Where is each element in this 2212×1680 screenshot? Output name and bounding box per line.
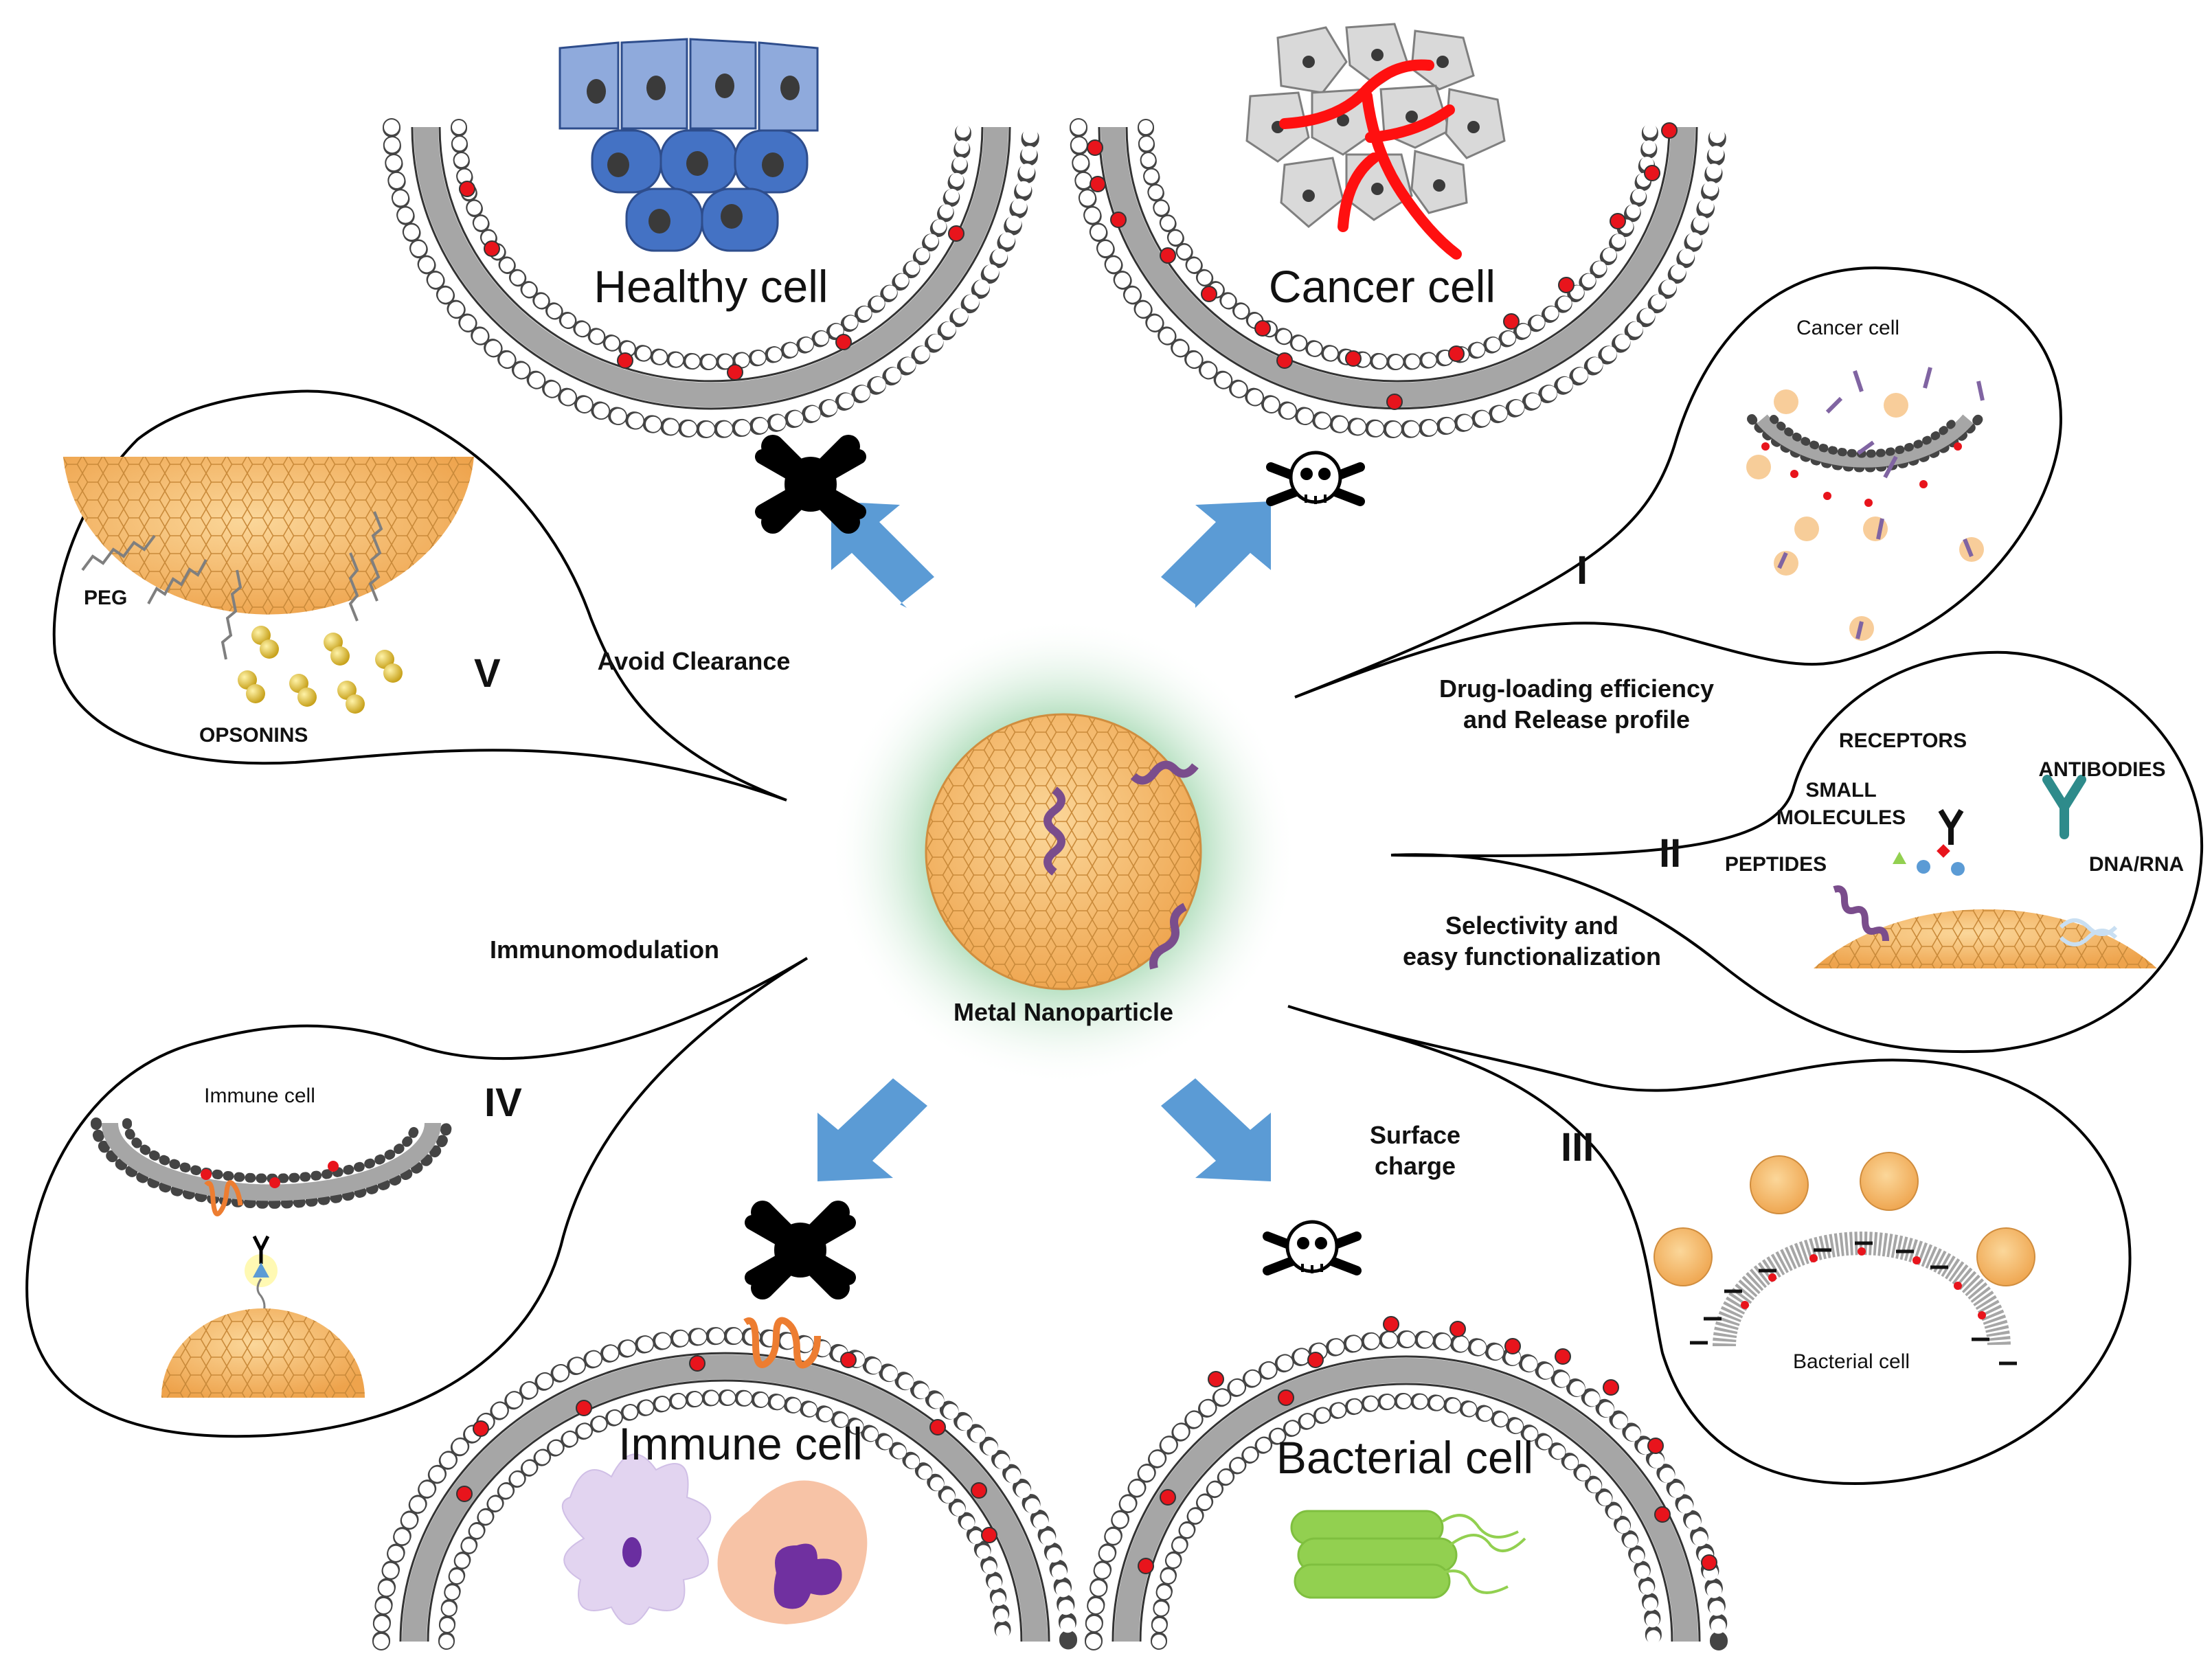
small-molecules-label-2: MOLECULES: [1776, 806, 1906, 829]
immune-cell-label: Immune cell: [618, 1418, 863, 1469]
panel-iv-numeral: IV: [484, 1080, 522, 1125]
bacterial-cell-membrane: [1085, 1316, 1728, 1650]
metal-nanoparticle: Metal Nanoparticle: [830, 618, 1297, 1085]
antibody-icon: [2042, 775, 2086, 839]
center-label: Metal Nanoparticle: [953, 998, 1173, 1026]
drug-loading-label-2: and Release profile: [1463, 705, 1690, 734]
healthy-cell-label: Healthy cell: [594, 261, 828, 312]
avoid-clearance-label: Avoid Clearance: [598, 647, 791, 675]
selectivity-label-1: Selectivity and: [1445, 911, 1618, 940]
cancer-membrane-mini: [1747, 414, 1983, 507]
immune-membrane-mini: [91, 1117, 452, 1216]
panel-v: PEG OPSONINS V: [52, 389, 787, 802]
dna-rna-label: DNA/RNA: [2089, 853, 2184, 876]
immunomodulation-label: Immunomodulation: [490, 935, 719, 964]
peptide-helix-icon: [1833, 885, 1889, 942]
panel-v-numeral: V: [474, 651, 501, 696]
receptors-label: RECEPTORS: [1839, 729, 1967, 752]
opsonins-icon: [238, 626, 403, 714]
immune-cells-icon: [561, 1453, 868, 1625]
panel-ii: RECEPTORS ANTIBODIES SMALL MOLECULES PEP…: [1390, 650, 2204, 1054]
skull-crossbones-icon: [1263, 1220, 1362, 1275]
peptides-label: PEPTIDES: [1725, 853, 1827, 876]
panel-ii-numeral: II: [1659, 831, 1681, 876]
small-molecules-label-1: SMALL: [1805, 779, 1876, 802]
opsonins-label: OPSONINS: [199, 724, 308, 747]
panel-i-numeral: I: [1577, 548, 1588, 593]
panel-iii-title: Bacterial cell: [1793, 1350, 1910, 1373]
bacterial-cell-label: Bacterial cell: [1276, 1432, 1533, 1483]
dna-icon: [2059, 918, 2118, 946]
immune-cell-membrane: [372, 1317, 1077, 1650]
antibodies-label: ANTIBODIES: [2038, 758, 2165, 781]
panel-i: Cancer cell I: [1294, 266, 2063, 699]
peptide-helix-icon: [1130, 760, 1199, 785]
peptide-helix-icon: [1043, 786, 1065, 876]
panel-iv-title: Immune cell: [204, 1085, 315, 1107]
crossed-skull-icon: [745, 1201, 856, 1299]
drug-loading-label-1: Drug-loading efficiency: [1439, 674, 1714, 703]
panel-iii: Bacterial cell III: [1287, 1005, 2132, 1486]
receptor-y-icon: [1938, 808, 1964, 845]
bacteria-icon: [1290, 1510, 1526, 1599]
panel-iv: Immune cell IV: [25, 957, 809, 1438]
peptide-helix-icon: [1149, 903, 1187, 970]
cancer-tissue-icon: [1245, 23, 1506, 260]
cancer-cell-membrane: [1070, 118, 1726, 438]
selectivity-label-2: easy functionalization: [1403, 942, 1661, 970]
panel-iii-numeral: III: [1561, 1125, 1594, 1170]
crossed-skull-icon: [755, 435, 866, 534]
cancer-cell-label: Cancer cell: [1269, 261, 1496, 312]
peg-label: PEG: [84, 587, 127, 609]
surface-charge-label-1: Surface: [1370, 1121, 1460, 1149]
healthy-cell-membrane: [383, 118, 1039, 438]
healthy-tissue-icon: [558, 38, 819, 252]
panel-i-title: Cancer cell: [1796, 317, 1899, 339]
receptor-icon: [743, 1317, 821, 1369]
surface-charge-label-2: charge: [1375, 1152, 1456, 1180]
skull-crossbones-icon: [1266, 451, 1365, 506]
